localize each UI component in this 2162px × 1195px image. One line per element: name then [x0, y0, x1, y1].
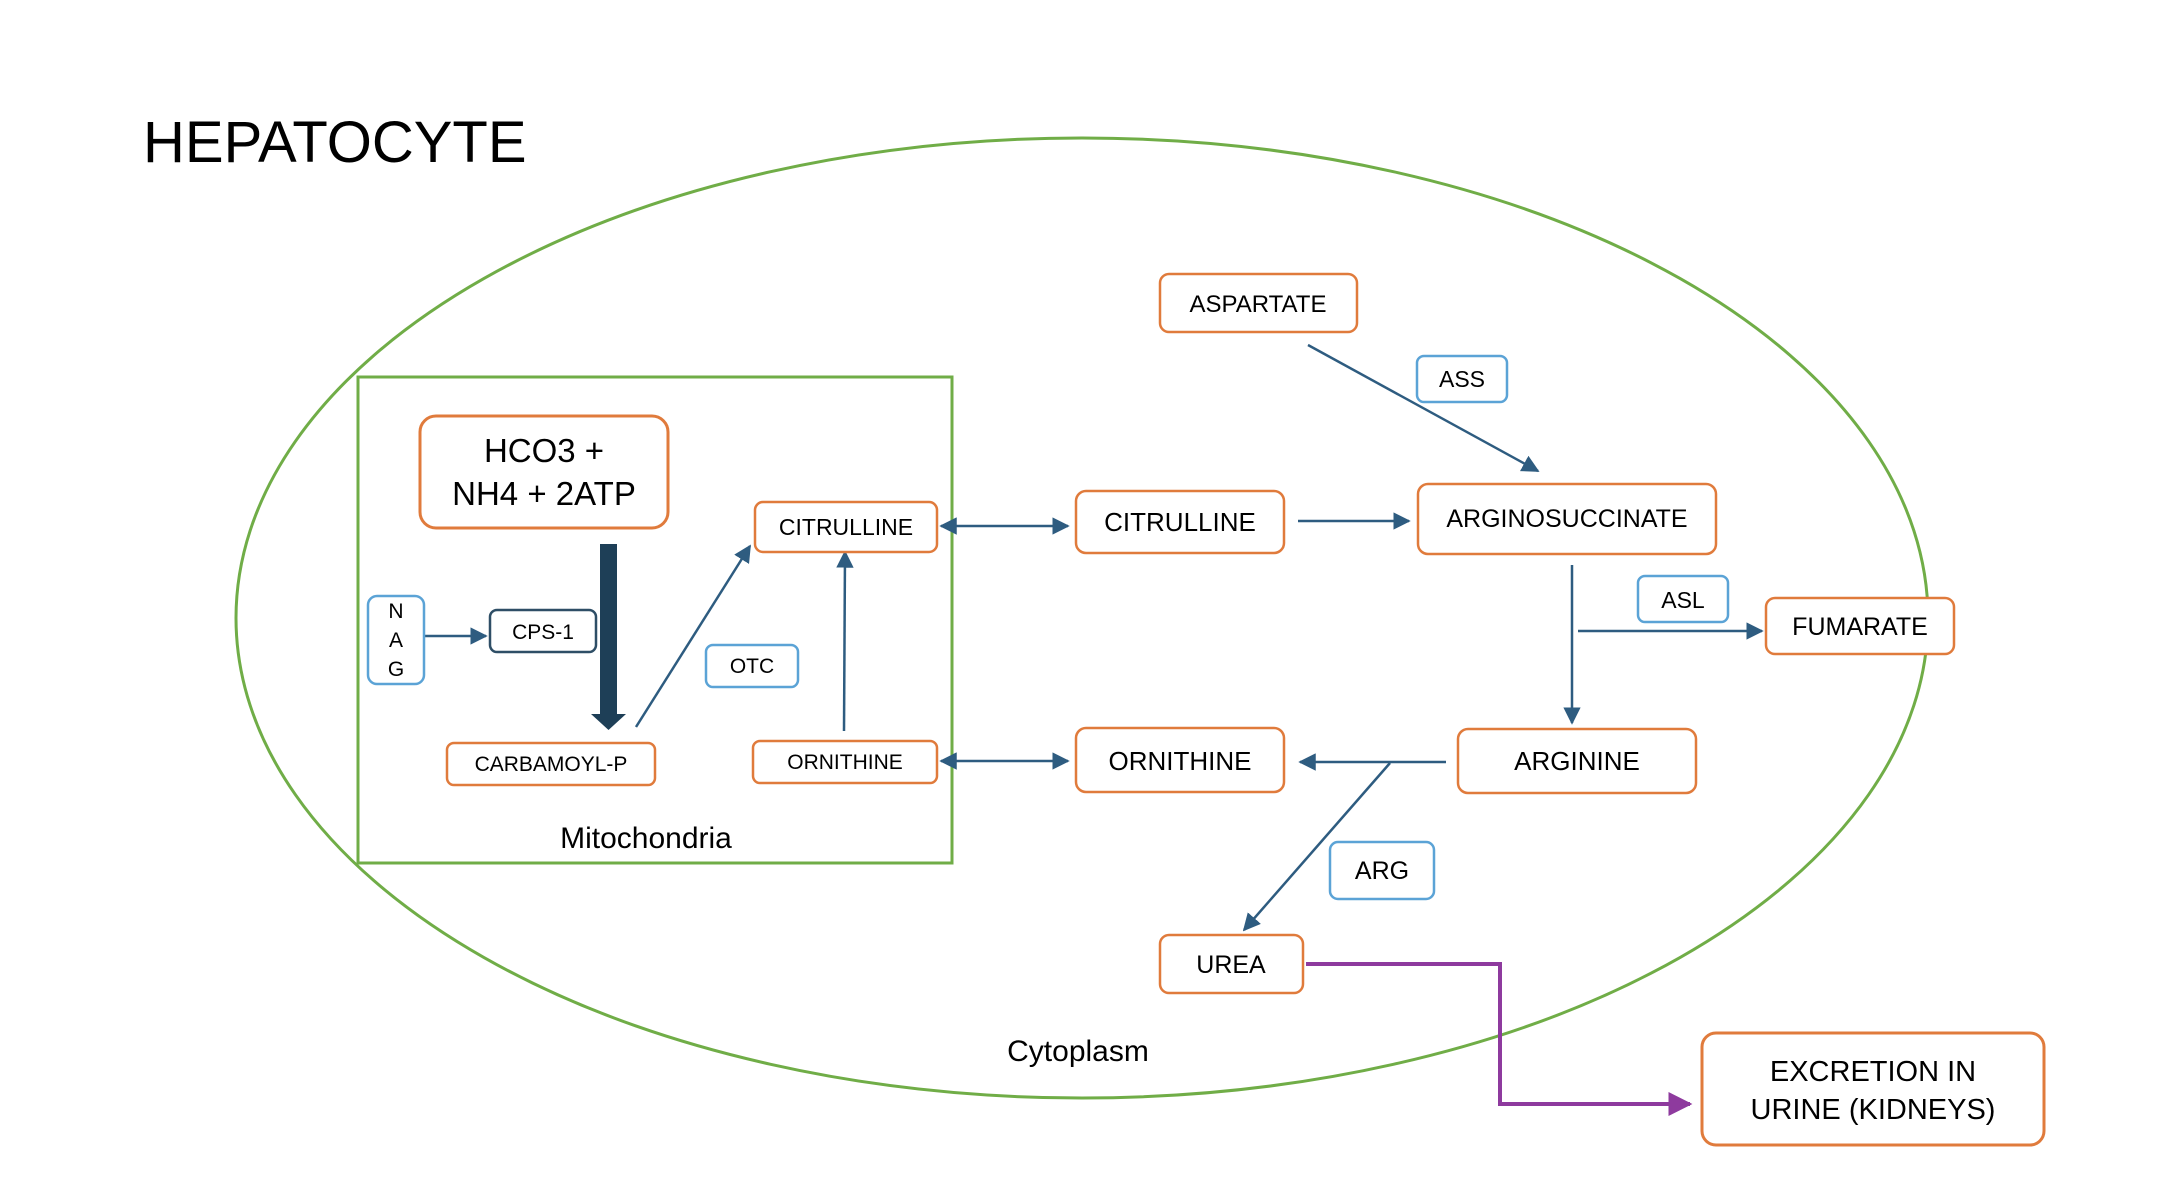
svg-text:OTC: OTC: [730, 655, 774, 678]
svg-text:ASL: ASL: [1661, 587, 1705, 613]
carbamoyl-to-citrulline-arrow: [634, 544, 752, 728]
substrates-node: HCO3 + NH4 + 2ATP: [418, 414, 670, 530]
svg-text:ARGINOSUCCINATE: ARGINOSUCCINATE: [1446, 505, 1687, 533]
citrulline-mitochondria-node: CITRULLINE: [753, 500, 939, 554]
mitochondria-label: Mitochondria: [560, 822, 732, 855]
asl-enzyme-node: ASL: [1636, 574, 1730, 624]
substrate-to-carbamoyl-arrow-head: [591, 714, 626, 730]
svg-text:ASS: ASS: [1439, 366, 1485, 392]
aspartate-node: ASPARTATE: [1158, 272, 1359, 334]
svg-text:A: A: [389, 629, 403, 652]
citrulline-cytoplasm-node: CITRULLINE: [1074, 489, 1286, 555]
substrate-to-carbamoyl-arrow-shaft: [600, 544, 617, 714]
ornithine-cytoplasm-node: ORNITHINE: [1074, 726, 1286, 794]
nag-node: N A G: [366, 594, 426, 686]
arg-enzyme-node: ARG: [1328, 840, 1436, 901]
svg-text:ORNITHINE: ORNITHINE: [1109, 746, 1252, 776]
svg-text:CPS-1: CPS-1: [512, 621, 574, 644]
cps1-enzyme-node: CPS-1: [488, 608, 598, 654]
svg-text:EXCRETION IN: EXCRETION IN: [1770, 1056, 1976, 1088]
svg-text:CITRULLINE: CITRULLINE: [779, 514, 913, 540]
svg-text:FUMARATE: FUMARATE: [1792, 613, 1928, 641]
excretion-node: EXCRETION IN URINE (KIDNEYS): [1700, 1031, 2046, 1147]
svg-text:NH4 + 2ATP: NH4 + 2ATP: [452, 475, 636, 512]
svg-text:ARG: ARG: [1355, 857, 1409, 885]
to-urea-arrow: [1242, 762, 1391, 932]
svg-text:CITRULLINE: CITRULLINE: [1104, 507, 1256, 537]
arginine-node: ARGININE: [1456, 727, 1698, 795]
otc-enzyme-node: OTC: [704, 643, 800, 689]
svg-text:G: G: [388, 658, 404, 681]
ornithine-to-citrulline-mito-arrow: [836, 550, 854, 732]
svg-text:ASPARTATE: ASPARTATE: [1190, 291, 1327, 318]
cytoplasm-label: Cytoplasm: [1007, 1035, 1149, 1068]
svg-text:N: N: [388, 600, 403, 623]
svg-text:URINE (KIDNEYS): URINE (KIDNEYS): [1751, 1094, 1996, 1126]
argininosuccinate-node: ARGINOSUCCINATE: [1416, 482, 1718, 556]
svg-text:CARBAMOYL-P: CARBAMOYL-P: [475, 753, 628, 776]
urea-to-excretion-path: [1306, 962, 1693, 1116]
carbamoyl-p-node: CARBAMOYL-P: [445, 741, 657, 787]
aspartate-to-argininosuccinate-arrow: [1307, 343, 1540, 473]
urea-node: UREA: [1158, 933, 1305, 995]
diagram-title: HEPATOCYTE: [143, 110, 527, 175]
fumarate-node: FUMARATE: [1764, 596, 1956, 656]
svg-text:UREA: UREA: [1196, 951, 1266, 979]
svg-text:HCO3 +: HCO3 +: [484, 432, 604, 469]
ornithine-mitochondria-node: ORNITHINE: [751, 739, 939, 785]
ass-enzyme-node: ASS: [1415, 354, 1509, 404]
svg-text:ARGININE: ARGININE: [1514, 746, 1640, 776]
svg-text:ORNITHINE: ORNITHINE: [787, 751, 903, 774]
